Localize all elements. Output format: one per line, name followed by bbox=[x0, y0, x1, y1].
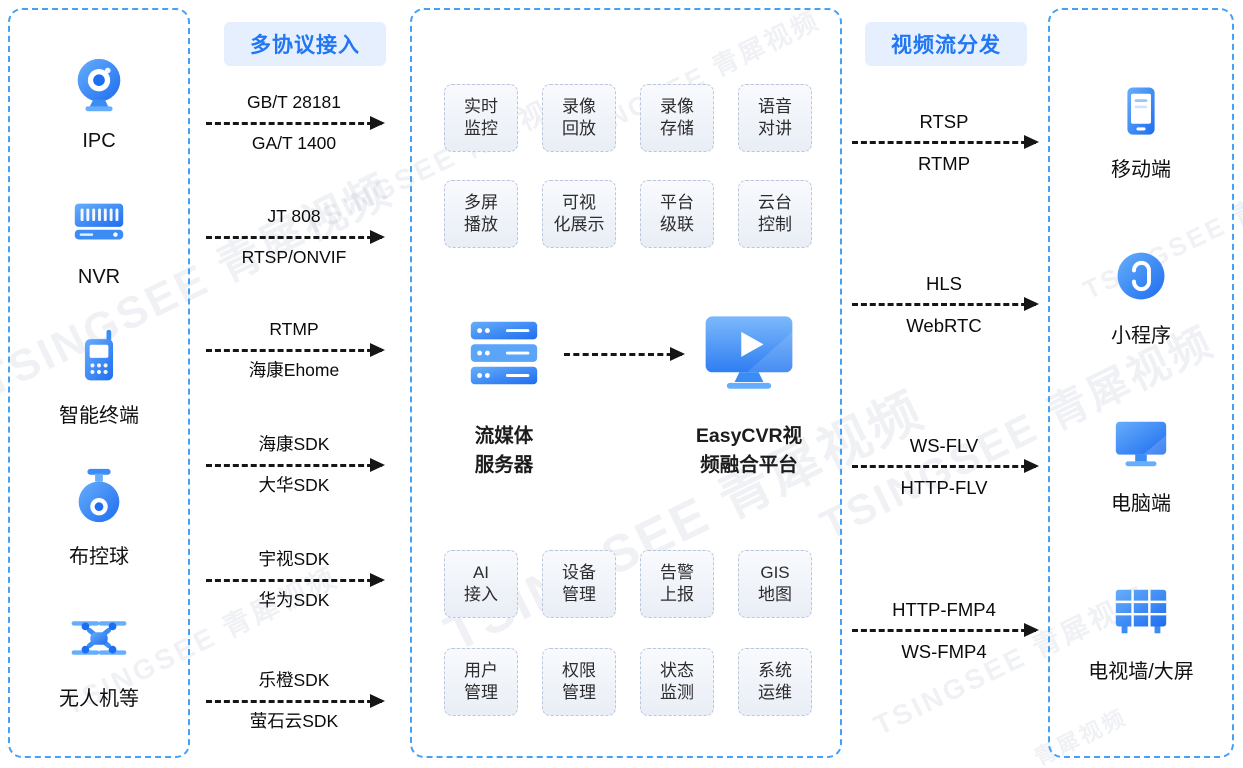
device-label: IPC bbox=[82, 130, 116, 153]
feature-platform-cascade: 平台级联 bbox=[640, 180, 714, 248]
feature-permission-management: 权限管理 bbox=[542, 648, 616, 716]
ptz-ball-camera-icon bbox=[68, 465, 130, 532]
tv-wall-icon bbox=[1110, 580, 1172, 647]
dashed-arrow bbox=[205, 572, 385, 587]
client-mobile: 移动端 bbox=[1111, 82, 1171, 182]
feature-system-operations: 系统运维 bbox=[738, 648, 812, 716]
smart-terminal-icon bbox=[69, 326, 129, 391]
protocol-label-top: 宇视SDK bbox=[258, 549, 330, 569]
miniprogram-icon bbox=[1111, 246, 1171, 311]
client-label: 电视墙/大屏 bbox=[1088, 661, 1194, 683]
protocol-label-top: GB/T 28181 bbox=[246, 92, 342, 112]
dist-label-bottom: WebRTC bbox=[906, 315, 982, 337]
easycvr-platform-label: EasyCVR视 频融合平台 bbox=[695, 425, 803, 477]
easycvr-platform-panel: 实时监控 录像回放 录像存储 语音对讲 多屏播放 可视化展示 平台级联 云台控制 bbox=[410, 8, 842, 758]
dashed-arrow bbox=[205, 693, 385, 708]
dist-label-bottom: RTMP bbox=[917, 153, 971, 175]
protocol-arrow-lechange-sdk: 乐橙SDK 萤石云SDK bbox=[202, 670, 386, 733]
dist-label-top: HTTP-FMP4 bbox=[892, 599, 996, 620]
dist-label-top: RTSP bbox=[919, 111, 969, 132]
protocol-arrow-jt808: JT 808 RTSP/ONVIF bbox=[202, 206, 386, 269]
protocol-label-top: RTMP bbox=[269, 319, 319, 339]
device-label: 智能终端 bbox=[59, 404, 139, 427]
device-drone: 无人机等 bbox=[59, 607, 139, 711]
protocol-label-top: JT 808 bbox=[267, 206, 321, 226]
feature-recording-playback: 录像回放 bbox=[542, 84, 616, 152]
easycvr-platform-icon bbox=[684, 312, 814, 396]
dist-arrow-hls-webrtc: HLS WebRTC bbox=[848, 272, 1040, 337]
feature-status-monitoring: 状态监测 bbox=[640, 648, 714, 716]
ipc-camera-icon bbox=[68, 55, 130, 122]
device-label: NVR bbox=[77, 265, 121, 288]
protocol-label-bottom: 海康Ehome bbox=[248, 359, 340, 380]
client-label: 移动端 bbox=[1111, 159, 1171, 181]
server-to-platform-arrow bbox=[564, 347, 685, 361]
dashed-arrow bbox=[205, 457, 385, 472]
device-smart-terminal: 智能终端 bbox=[59, 326, 139, 428]
nvr-icon bbox=[68, 191, 130, 258]
feature-multiscreen-playback: 多屏播放 bbox=[444, 180, 518, 248]
protocol-label-bottom: GA/T 1400 bbox=[251, 132, 337, 153]
feature-visualization: 可视化展示 bbox=[542, 180, 616, 248]
dashed-arrow bbox=[851, 623, 1040, 638]
feature-ptz-control: 云台控制 bbox=[738, 180, 812, 248]
feature-alarm-reporting: 告警上报 bbox=[640, 550, 714, 618]
protocol-access-badge: 多协议接入 bbox=[224, 22, 386, 66]
dashed-arrow bbox=[205, 115, 385, 130]
feature-voice-intercom: 语音对讲 bbox=[738, 84, 812, 152]
source-devices-panel: IPC NVR bbox=[8, 8, 190, 758]
protocol-arrow-uniview-sdk: 宇视SDK 华为SDK bbox=[202, 549, 386, 612]
device-nvr: NVR bbox=[68, 191, 130, 289]
dist-label-top: WS-FLV bbox=[909, 435, 979, 456]
feature-realtime-monitoring: 实时监控 bbox=[444, 84, 518, 152]
dashed-arrow bbox=[205, 342, 385, 357]
protocol-arrow-rtmp: RTMP 海康Ehome bbox=[202, 319, 386, 382]
client-label: 电脑端 bbox=[1111, 493, 1171, 515]
protocol-arrow-gb28181: GB/T 28181 GA/T 1400 bbox=[202, 92, 386, 155]
protocol-label-top: 海康SDK bbox=[258, 434, 330, 454]
protocol-arrow-hikvision-sdk: 海康SDK 大华SDK bbox=[202, 434, 386, 497]
client-label: 小程序 bbox=[1111, 325, 1171, 347]
device-ipc: IPC bbox=[68, 55, 130, 153]
desktop-pc-icon bbox=[1110, 412, 1172, 479]
protocol-label-bottom: 华为SDK bbox=[258, 589, 330, 610]
client-tv-wall: 电视墙/大屏 bbox=[1088, 580, 1194, 684]
device-label: 无人机等 bbox=[59, 687, 139, 710]
dist-label-top: HLS bbox=[926, 273, 962, 294]
mobile-phone-icon bbox=[1112, 82, 1170, 145]
dashed-arrow bbox=[851, 135, 1040, 150]
dashed-arrow bbox=[851, 297, 1040, 312]
protocol-label-bottom: 大华SDK bbox=[258, 474, 330, 495]
drone-icon bbox=[68, 607, 130, 674]
media-server-label: 流媒体 服务器 bbox=[474, 425, 534, 477]
feature-device-management: 设备管理 bbox=[542, 550, 616, 618]
dist-arrow-wsflv-httpflv: WS-FLV HTTP-FLV bbox=[848, 434, 1040, 499]
client-terminals-panel: 移动端 小程序 电脑端 bbox=[1048, 8, 1234, 758]
dist-arrow-httpfmp4-wsfmp4: HTTP-FMP4 WS-FMP4 bbox=[848, 598, 1040, 663]
protocol-label-bottom: 萤石云SDK bbox=[249, 710, 339, 731]
dist-arrow-rtsp-rtmp: RTSP RTMP bbox=[848, 110, 1040, 175]
feature-user-management: 用户管理 bbox=[444, 648, 518, 716]
feature-recording-storage: 录像存储 bbox=[640, 84, 714, 152]
device-ptz-ball: 布控球 bbox=[68, 465, 130, 569]
client-miniprogram: 小程序 bbox=[1111, 246, 1171, 348]
media-server-icon bbox=[448, 314, 560, 396]
client-pc: 电脑端 bbox=[1110, 412, 1172, 516]
dist-label-bottom: WS-FMP4 bbox=[901, 641, 987, 663]
device-label: 布控球 bbox=[69, 546, 129, 569]
dist-label-bottom: HTTP-FLV bbox=[900, 477, 988, 499]
protocol-label-bottom: RTSP/ONVIF bbox=[241, 246, 347, 267]
stream-distribution-badge: 视频流分发 bbox=[865, 22, 1027, 66]
protocol-label-top: 乐橙SDK bbox=[258, 670, 330, 690]
dashed-arrow bbox=[851, 459, 1040, 474]
dashed-arrow bbox=[205, 229, 385, 244]
